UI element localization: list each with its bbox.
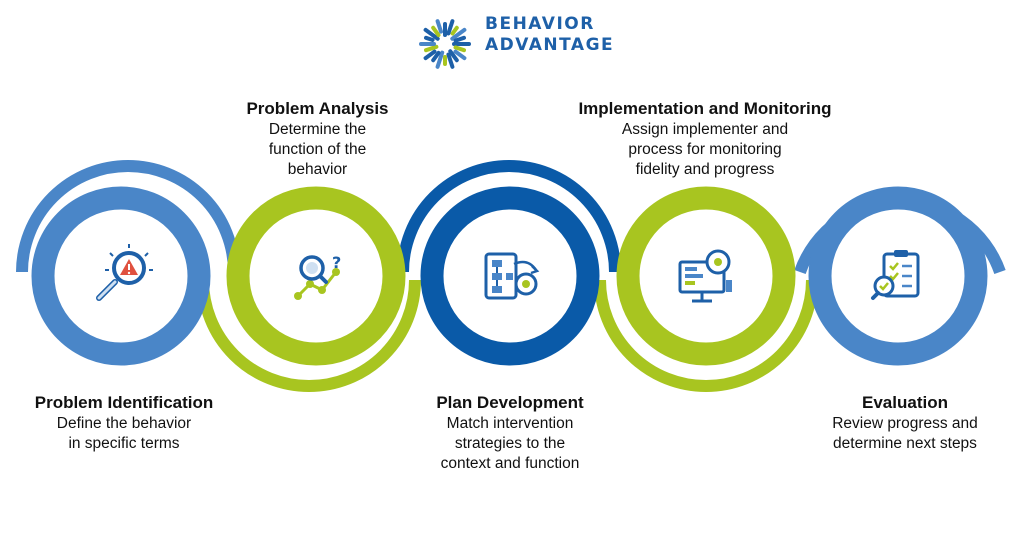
clipboard-check-icon [871, 250, 920, 300]
logo-ray [446, 52, 455, 69]
logo-ray [450, 27, 467, 41]
step-title: Evaluation [862, 393, 948, 412]
logo-line-2: ADVANTAGE [485, 35, 615, 55]
flowchart-gear-icon [484, 252, 540, 300]
step-desc-line: context and function [440, 455, 580, 472]
arc-2-bottom [197, 279, 421, 392]
step-desc-line: behavior [287, 161, 348, 178]
logo-ray [424, 35, 435, 42]
logo-ray [448, 49, 459, 63]
step-desc-line: in specific terms [68, 435, 180, 452]
logo-ray [423, 27, 440, 41]
step-title: Problem Analysis [246, 99, 389, 118]
logo-ray [446, 19, 455, 36]
step-desc-line: Review progress and [832, 415, 978, 432]
magnifier-warning-icon [96, 244, 153, 301]
step-evaluation: Evaluation Review progress and determine… [790, 392, 1020, 454]
step-title: Implementation and Monitoring [578, 99, 832, 118]
logo-ray [453, 45, 466, 53]
step-problem-identification: Problem Identification Define the behavi… [10, 392, 238, 454]
step-desc-line: strategies to the [454, 435, 566, 452]
brand-logo-text: BEHAVIOR ADVANTAGE [485, 14, 614, 56]
svg-text:?: ? [332, 253, 341, 272]
logo-ray [453, 49, 467, 61]
step-desc-line: Determine the [268, 121, 367, 138]
logo-ray [450, 25, 459, 36]
step-desc-line: determine next steps [833, 435, 977, 452]
step-plan-development: Plan Development Match intervention stra… [385, 392, 635, 474]
step-implementation-monitoring: Implementation and Monitoring Assign imp… [540, 98, 870, 180]
logo-ray [453, 35, 466, 43]
logo-ray [423, 49, 437, 61]
arc-1-top [16, 160, 240, 273]
analysis-question-icon: ? [294, 253, 341, 300]
monitor-gear-icon [678, 249, 732, 303]
logo-ray [431, 50, 441, 63]
step-desc-line: Assign implementer and [621, 121, 789, 138]
rings [31, 186, 988, 366]
step-desc-line: Define the behavior [56, 415, 192, 432]
step-title: Problem Identification [34, 393, 214, 412]
step-desc-line: process for monitoring [628, 141, 782, 158]
step-title: Plan Development [436, 393, 584, 412]
step-problem-analysis: Problem Analysis Determine the function … [205, 98, 430, 180]
logo-line-1: BEHAVIOR [485, 14, 595, 34]
logo-ray [435, 50, 445, 69]
step-desc-line: fidelity and progress [635, 161, 775, 178]
arc-4-bottom [594, 279, 818, 392]
logo-burst-icon [419, 19, 471, 69]
logo-ray [424, 44, 439, 53]
step-desc-line: function of the [268, 141, 367, 158]
logo-ray [435, 19, 443, 34]
arc-3-top [397, 160, 621, 273]
step-desc-line: Match intervention [446, 415, 574, 432]
logo-ray [431, 25, 441, 38]
